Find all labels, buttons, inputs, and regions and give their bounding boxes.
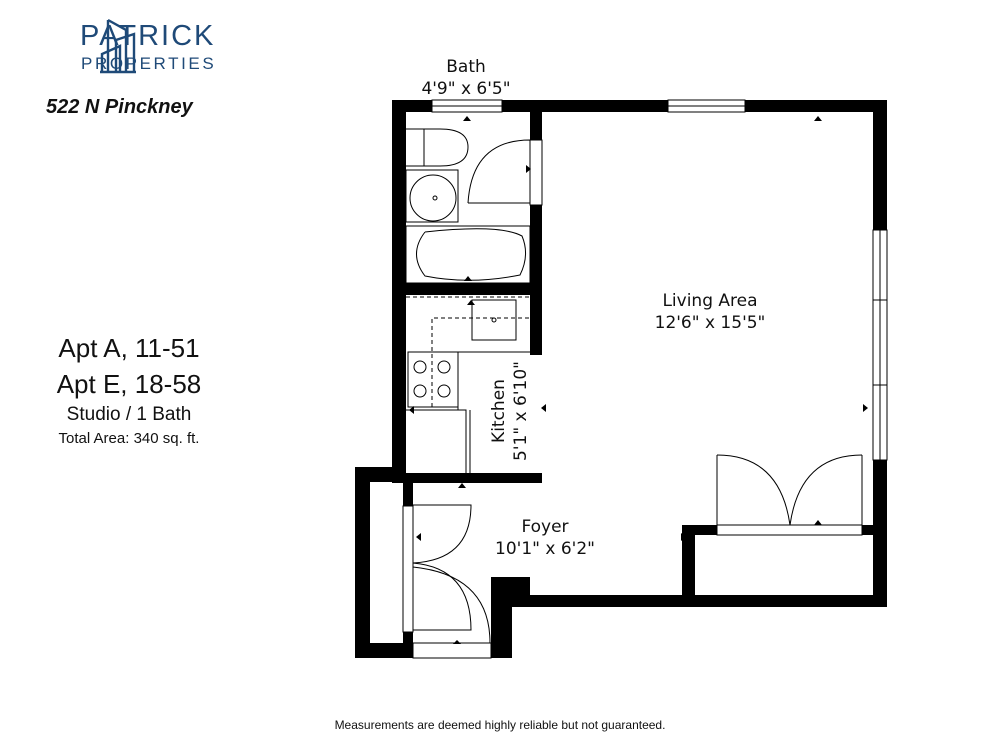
total-area: Total Area: 340 sq. ft. bbox=[58, 430, 200, 447]
room-size: 12'6" x 15'5" bbox=[654, 313, 766, 333]
room-name: Bath bbox=[446, 57, 486, 77]
walls bbox=[355, 100, 887, 658]
room-size: 10'1" x 6'2" bbox=[495, 539, 595, 559]
property-address: 522 N Pinckney bbox=[46, 96, 193, 118]
brand-subtitle: PROPERTIES bbox=[81, 54, 217, 73]
room-kitchen: Kitchen 5'1" x 6'10" bbox=[488, 331, 532, 491]
room-living-area: Living Area 12'6" x 15'5" bbox=[630, 290, 790, 334]
room-name: Foyer bbox=[521, 517, 569, 537]
apt-a-label: Apt A, 11-51 bbox=[58, 333, 200, 363]
disclaimer: Measurements are deemed highly reliable … bbox=[334, 718, 666, 732]
room-name: Living Area bbox=[662, 291, 758, 311]
windows bbox=[402, 99, 888, 659]
room-bath: Bath 4'9" x 6'5" bbox=[405, 56, 527, 100]
room-name: Kitchen bbox=[489, 379, 509, 443]
fixtures-and-doors bbox=[405, 128, 863, 644]
room-size: 5'1" x 6'10" bbox=[511, 361, 531, 461]
unit-info: Apt A, 11-51 Apt E, 18-58 Studio / 1 Bat… bbox=[20, 330, 238, 450]
unit-type: Studio / 1 Bath bbox=[66, 404, 192, 425]
direction-markers bbox=[409, 116, 868, 644]
room-foyer: Foyer 10'1" x 6'2" bbox=[470, 516, 620, 560]
building-logo-icon bbox=[100, 18, 136, 74]
brand-name: PATRICK bbox=[80, 20, 216, 52]
apt-e-label: Apt E, 18-58 bbox=[56, 369, 202, 399]
room-size: 4'9" x 6'5" bbox=[421, 79, 511, 99]
